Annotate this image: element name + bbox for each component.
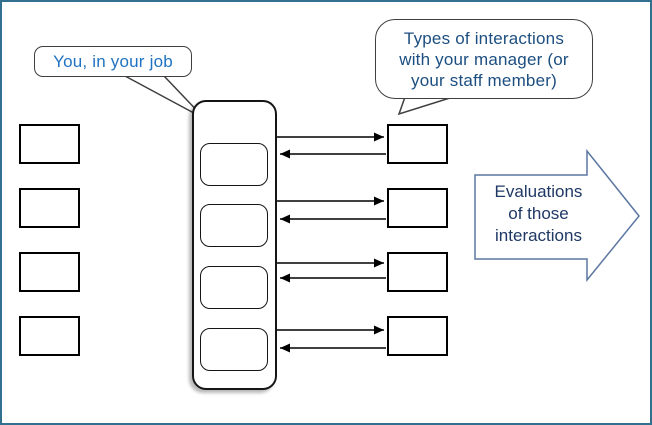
callout-right-label: Types of interactions with your manager …: [399, 28, 569, 91]
callout-you-in-your-job: You, in your job: [34, 46, 192, 77]
callout-types-of-interactions: Types of interactions with your manager …: [375, 19, 593, 99]
callout-right-line-2: with your manager (or: [399, 49, 569, 69]
evaluation-line-2: of those: [508, 204, 569, 223]
left-box-2: [19, 188, 80, 228]
interaction-box-3: [387, 252, 448, 292]
interaction-box-1: [387, 124, 448, 164]
evaluation-arrow-label: Evaluations of those interactions: [475, 181, 602, 247]
job-inner-box-3: [200, 266, 268, 309]
left-box-4: [19, 316, 80, 356]
job-inner-box-1: [200, 143, 268, 186]
left-box-3: [19, 252, 80, 292]
callout-left-label: You, in your job: [53, 51, 173, 71]
callout-right-line-1: Types of interactions: [403, 28, 565, 48]
left-box-1: [19, 124, 80, 164]
evaluation-arrow-shape: [474, 148, 640, 283]
callout-right-line-3: your staff member): [411, 70, 557, 90]
interaction-box-4: [387, 316, 448, 356]
evaluation-line-1: Evaluations: [494, 182, 583, 201]
evaluation-line-3: interactions: [495, 226, 582, 245]
interaction-box-2: [387, 188, 448, 228]
job-inner-box-4: [200, 328, 268, 371]
connector-arrows: [277, 132, 386, 353]
job-inner-box-2: [200, 204, 268, 247]
